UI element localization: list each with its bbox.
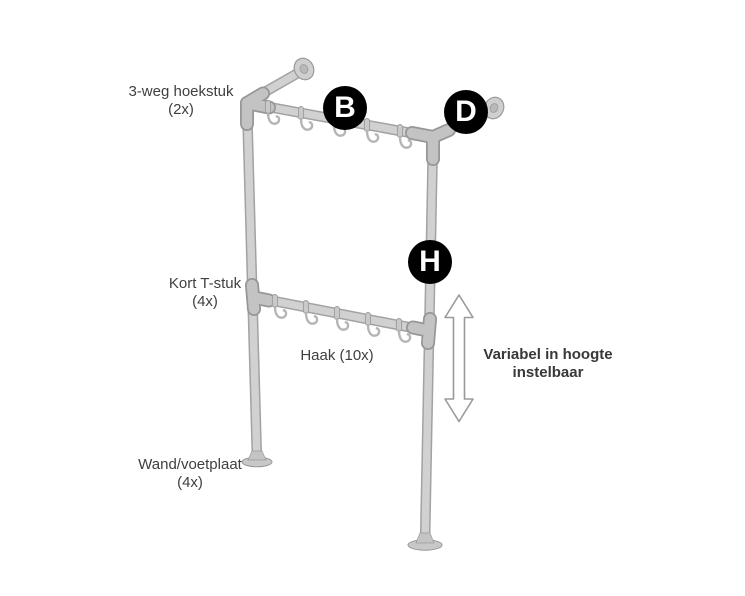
marker-b: B — [323, 86, 367, 130]
middle-rail — [247, 291, 435, 337]
label-hook-name: Haak (10x) — [300, 347, 374, 364]
foot-plate-left — [241, 450, 273, 468]
label-t-piece-qty: (4x) — [192, 293, 218, 310]
label-t-piece-name: Kort T-stuk — [168, 275, 242, 292]
label-base-plate: Wand/voetplaat (4x) — [138, 456, 242, 492]
label-t-piece: Kort T-stuk (4x) — [169, 275, 241, 311]
label-base-plate-name: Wand/voetplaat — [138, 456, 242, 473]
marker-d: D — [444, 90, 488, 134]
label-corner-piece-name: 3-weg hoekstuk — [128, 83, 234, 100]
t-joint-right — [406, 312, 437, 350]
label-base-plate-qty: (4x) — [177, 474, 203, 491]
foot-plate-right — [407, 532, 443, 551]
label-hook: Haak (10x) — [300, 347, 373, 365]
height-arrow-icon — [444, 294, 474, 423]
label-height-note-line2: instelbaar — [512, 364, 584, 381]
three-way-corner-right — [405, 123, 456, 166]
label-height-note: Variabel in hoogte instelbaar — [483, 346, 612, 382]
t-joint-left — [245, 278, 276, 316]
label-corner-piece: 3-weg hoekstuk (2x) — [128, 83, 233, 119]
label-corner-piece-qty: (2x) — [168, 101, 194, 118]
label-height-note-line1: Variabel in hoogte — [483, 346, 613, 363]
marker-h: H — [408, 240, 452, 284]
